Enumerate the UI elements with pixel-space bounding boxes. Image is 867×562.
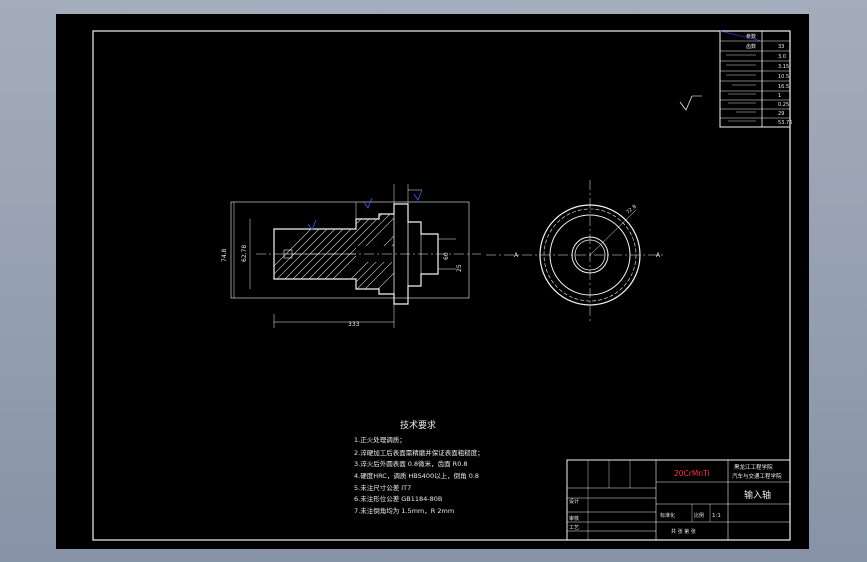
param-value-3: 10.5: [778, 74, 789, 80]
section-label-a: A: [514, 252, 519, 259]
param-value-6: 0.25: [778, 102, 789, 108]
param-value-8: 53.76: [778, 120, 792, 126]
title-label-design: 设计: [569, 498, 579, 505]
tech-req-item-4: 5.未注尺寸公差 IT7: [354, 483, 411, 492]
title-label-scale: 比例: [694, 512, 704, 519]
param-table-header: 参数: [746, 33, 756, 40]
roughness-symbol: [679, 95, 702, 111]
shaft-end-view: 72.8 A A: [486, 180, 666, 324]
diameter-d3: 25: [456, 264, 463, 272]
title-label-sheets: 共 张 第 张: [671, 528, 696, 535]
material-label: 20CrMnTi: [674, 469, 710, 478]
diameter-d2: 62.78: [241, 245, 248, 262]
title-label-process: 工艺: [569, 525, 579, 531]
scale-value: 1:1: [712, 513, 721, 519]
title-label-review: 审核: [569, 515, 579, 522]
param-value-1: 3.0: [778, 54, 786, 60]
shaft-side-view: 333 74.8 62.78 25 60: [221, 184, 481, 328]
param-value-0: 33: [778, 44, 784, 50]
engineering-drawing: 参数 齿数 33 3.0 3.15 10.5 16.5 1 0.25 29 53…: [92, 30, 792, 541]
tech-req-title: 技术要求: [400, 419, 436, 431]
tech-req-item-3: 4.硬度HRC，调质 HBS400以上，倒角 0.8: [354, 471, 479, 480]
tech-req-item-5: 6.未注形位公差 GB1184-80B: [354, 494, 442, 503]
diameter-d1: 74.8: [221, 248, 228, 262]
diameter-d4: 60: [443, 252, 450, 260]
section-label-a2: A: [656, 252, 661, 259]
tech-req-item-6: 7.未注倒角均为 1.5mm，R 2mm: [354, 506, 454, 515]
drawing-frame: [92, 30, 791, 541]
tech-req-item-2: 3.淬火后外圆表面 0.8微米，齿面 R0.8: [354, 459, 468, 468]
department-name: 汽车与交通工程学院: [732, 472, 782, 480]
param-value-5: 1: [778, 93, 781, 99]
param-value-4: 16.5: [778, 84, 789, 90]
parameter-table: 参数 齿数 33 3.0 3.15 10.5 16.5 1 0.25 29 53…: [719, 30, 792, 128]
tech-req-item-0: 1.正火处理调质；: [354, 435, 406, 444]
param-label-0: 齿数: [746, 43, 756, 50]
drawing-sheet: 参数 齿数 33 3.0 3.15 10.5 16.5 1 0.25 29 53…: [56, 14, 809, 549]
tech-req-item-1: 2.淬硬加工后表面需精磨并保证表面粗糙度；: [354, 448, 484, 457]
param-value-2: 3.15: [778, 64, 789, 70]
title-label-standard: 标准化: [660, 512, 675, 519]
param-value-7: 29: [778, 111, 784, 117]
radius-dimension: 72.8: [625, 204, 637, 216]
part-name: 输入轴: [744, 489, 771, 501]
technical-requirements: 技术要求 1.正火处理调质； 2.淬硬加工后表面需精磨并保证表面粗糙度； 3.淬…: [354, 419, 484, 515]
length-dimension: 333: [348, 321, 360, 328]
title-block: 20CrMnTi 黑龙江工程学院 汽车与交通工程学院 输入轴 1:1 设计 审核…: [566, 459, 791, 541]
school-name: 黑龙江工程学院: [734, 463, 773, 471]
